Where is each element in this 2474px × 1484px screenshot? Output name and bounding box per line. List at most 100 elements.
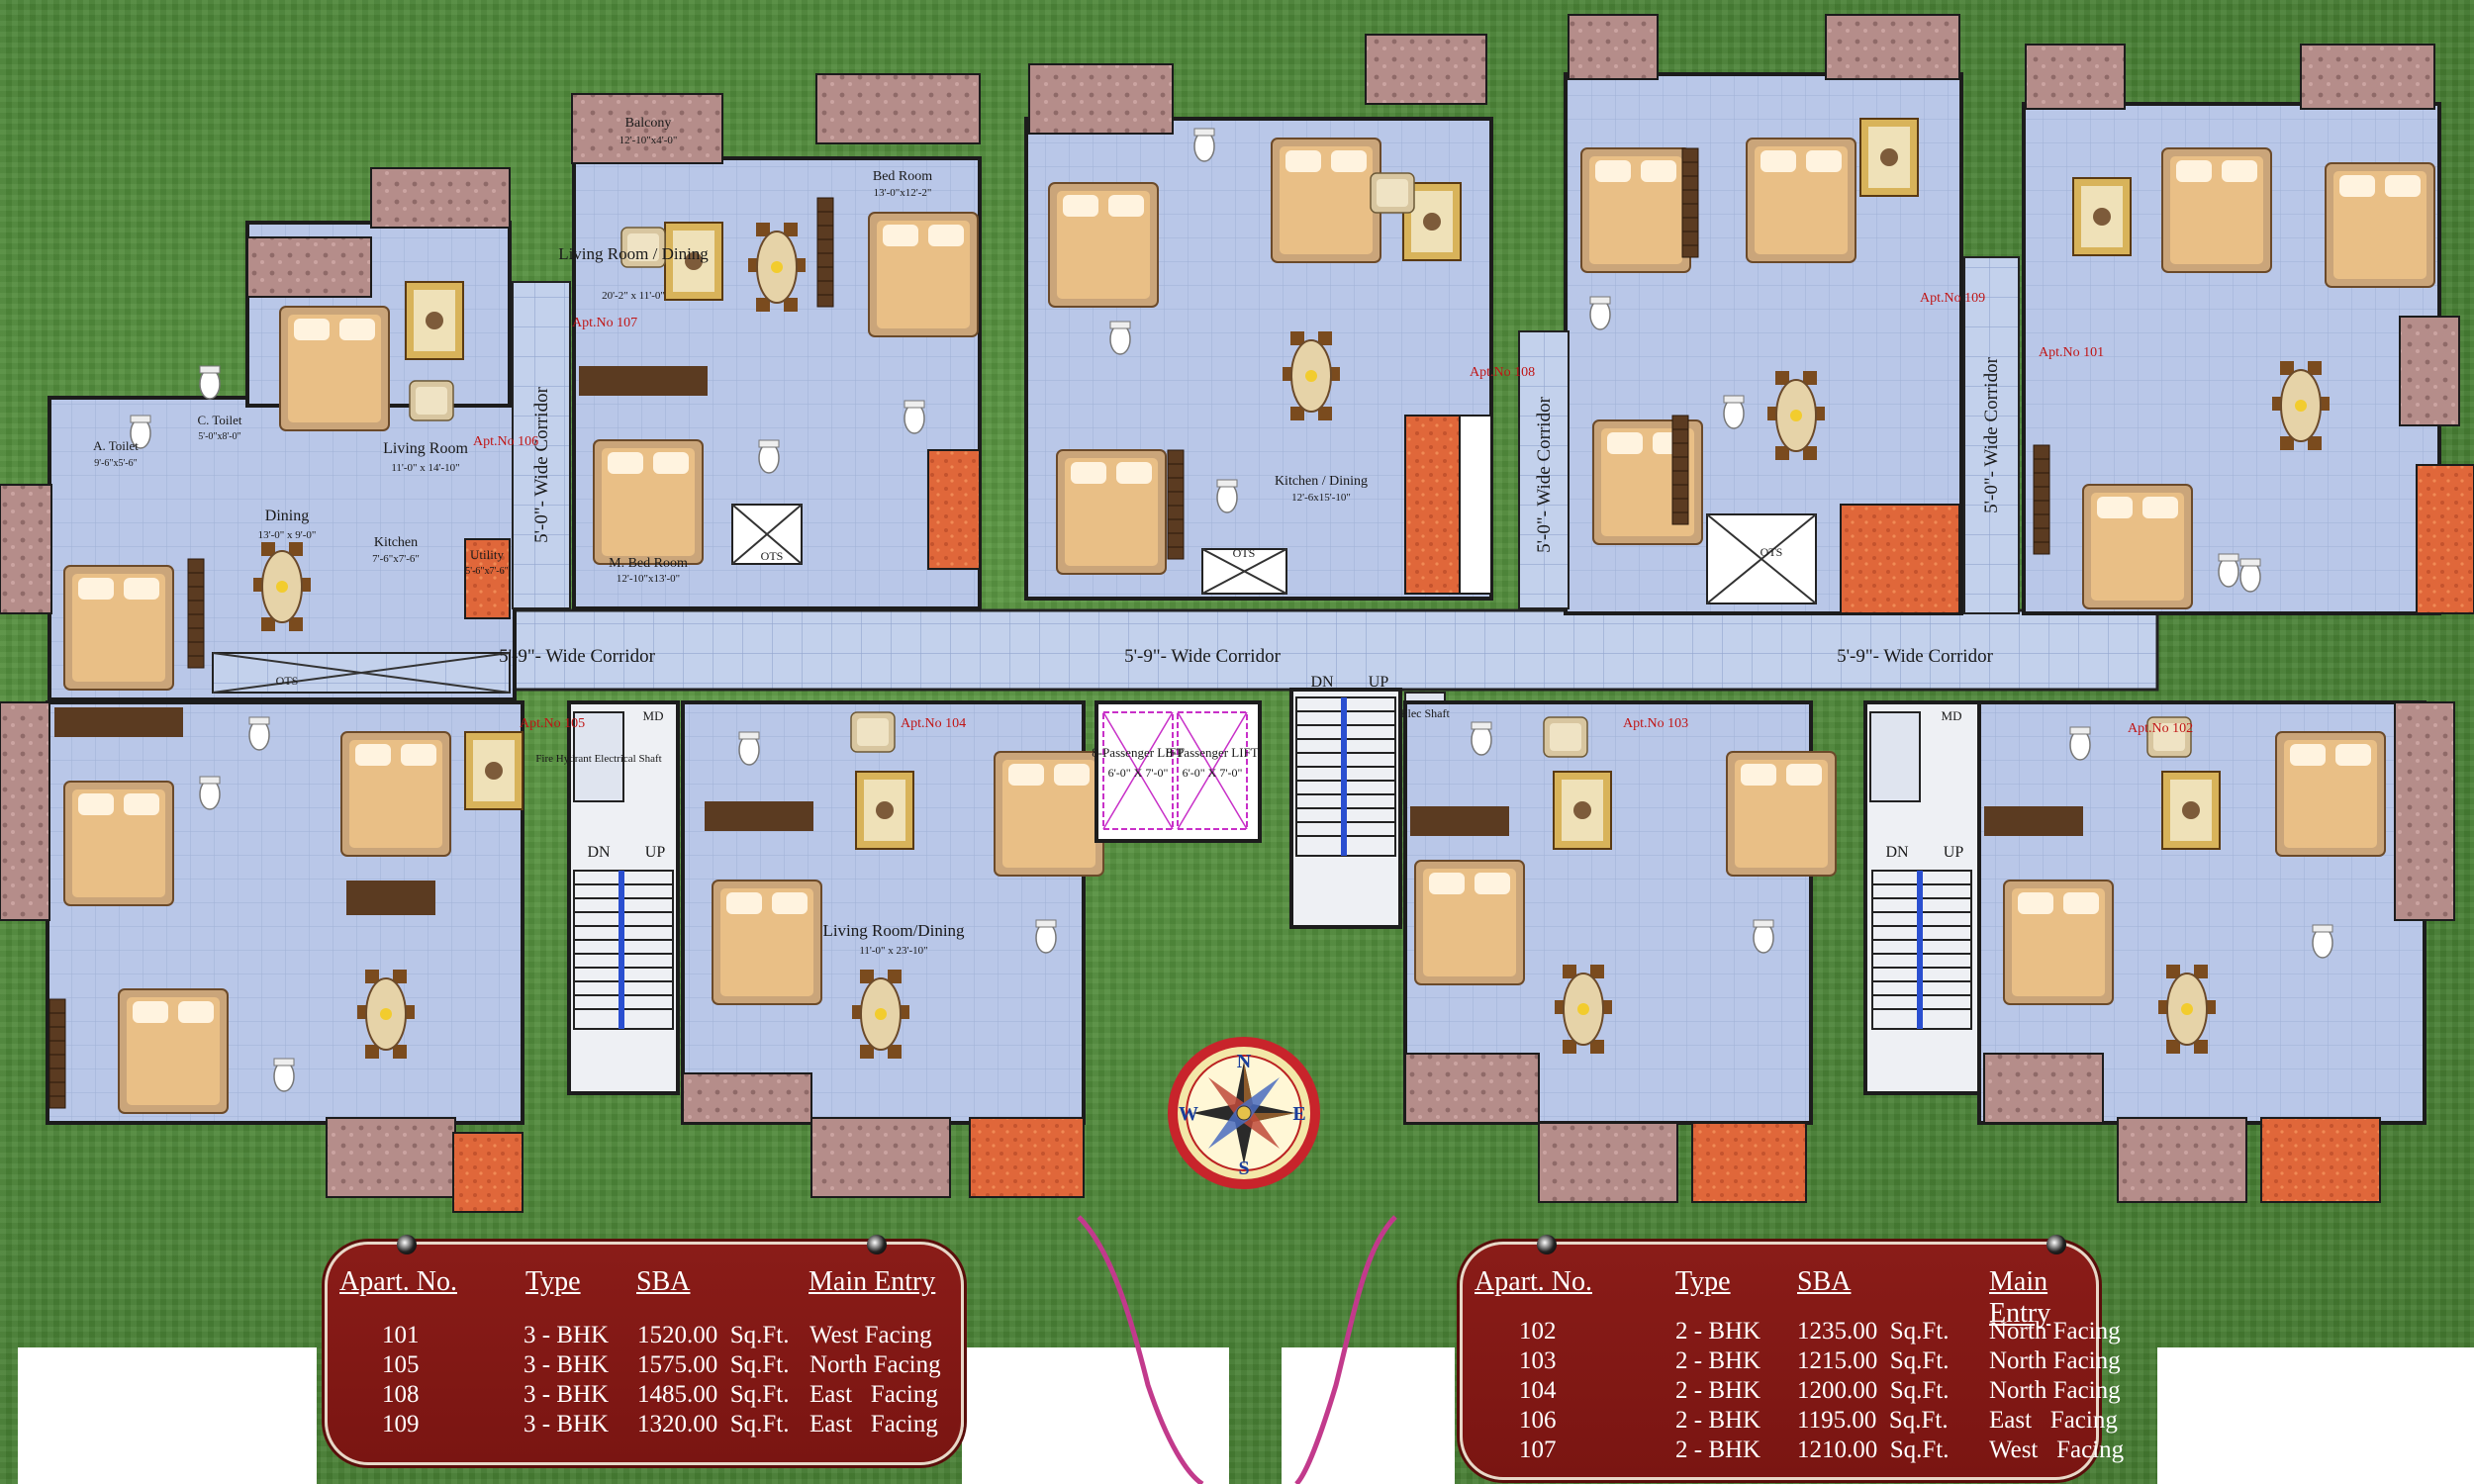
legend-row-apt: 105 <box>382 1351 420 1378</box>
stair-block-left <box>567 700 680 1095</box>
room-mbedroom-label: M. Bed Room <box>609 556 688 571</box>
room-bedroom-label: Bed Room <box>873 169 932 184</box>
pin-icon <box>2046 1235 2066 1254</box>
legend-row-apt: 107 <box>1519 1437 1557 1463</box>
stair-up-center: UP <box>1369 674 1389 691</box>
header-entry: Main Entry <box>809 1266 936 1297</box>
legend-row-type: 2 - BHK <box>1675 1377 1761 1404</box>
apartment-108 <box>1024 34 1493 601</box>
room-utility-dim: 5'-6"x7'-6" <box>465 566 508 577</box>
room-livingroom-label: Living Room <box>383 440 468 457</box>
header-type: Type <box>525 1266 581 1297</box>
legend-row-type: 3 - BHK <box>523 1381 610 1408</box>
md-label-2: MD <box>1942 708 1962 723</box>
legend-3bhk: Apart. No. Type SBA Main Entry 101 3 - B… <box>325 1235 964 1465</box>
apt-tag-109: Apt.No 109 <box>1920 291 1985 306</box>
room-balcony-label: Balcony <box>625 116 672 131</box>
header-apt: Apart. No. <box>1475 1266 1592 1297</box>
apartment-103 <box>1403 700 1837 1203</box>
ots-label-1: OTS <box>276 674 299 688</box>
legend-row-apt: 109 <box>382 1411 420 1438</box>
room-living-room-dining-dim: 11'-0" x 23'-10" <box>859 945 927 957</box>
room-livingroom-dim: 11'-0" x 14'-10" <box>391 462 459 474</box>
legend-row-apt: 108 <box>382 1381 420 1408</box>
stair-dn-left: DN <box>587 844 611 861</box>
apartment-101 <box>2022 44 2474 615</box>
apt-tag-104: Apt.No 104 <box>901 716 966 731</box>
elec-shaft-label: Elec Shaft <box>1400 706 1450 720</box>
compass-n: N <box>1237 1051 1252 1072</box>
legend-row-apt: 101 <box>382 1322 420 1348</box>
room-atoilet-label: A. Toilet <box>93 438 139 453</box>
header-apt: Apart. No. <box>339 1266 457 1297</box>
vertical-corridor-label-2: 5'-0"- Wide Corridor <box>1534 396 1555 552</box>
legend-row-apt: 103 <box>1519 1347 1557 1374</box>
room-kitchen-dining-dim: 12'-6x15'-10" <box>1291 492 1351 504</box>
apt-tag-102: Apt.No 102 <box>2128 721 2193 736</box>
room-kitchen-dim: 7'-6"x7'-6" <box>372 553 420 565</box>
stair-dn-center: DN <box>1310 674 1334 691</box>
legend-row-sba: 1485.00 Sq.Ft. <box>637 1381 790 1408</box>
lift-dim: 6'-0" X 7'-0" <box>1108 766 1169 780</box>
white-margin-right <box>2157 1347 2474 1484</box>
room-kitchen-dining-label: Kitchen / Dining <box>1275 474 1368 489</box>
room-dining-label: Dining <box>265 508 309 524</box>
apartment-105 <box>0 700 524 1213</box>
compass-s: S <box>1238 1158 1249 1179</box>
legend-row-sba: 1215.00 Sq.Ft. <box>1797 1347 1950 1374</box>
legend-row-entry: West Facing <box>809 1322 932 1348</box>
white-margin-left <box>18 1347 317 1484</box>
legend-row-entry: North Facing <box>1989 1347 2121 1374</box>
legend-row-apt: 104 <box>1519 1377 1557 1404</box>
apt-tag-103: Apt.No 103 <box>1623 716 1688 731</box>
legend-row-sba: 1195.00 Sq.Ft. <box>1797 1407 1949 1434</box>
room-atoilet-dim: 9'-6"x5'-6" <box>94 458 137 469</box>
lift-label-2: 8-Passenger LIFT <box>1166 745 1259 760</box>
legend-row-type: 2 - BHK <box>1675 1437 1761 1463</box>
room-living-dining-label: Living Room / Dining <box>558 244 709 263</box>
legend-row-entry: East Facing <box>809 1381 938 1408</box>
corridor-label-left: 5'-9"- Wide Corridor <box>499 646 655 667</box>
legend-row-sba: 1235.00 Sq.Ft. <box>1797 1318 1950 1345</box>
legend-row-sba: 1520.00 Sq.Ft. <box>637 1322 790 1348</box>
pin-icon <box>867 1235 887 1254</box>
apt-tag-107: Apt.No 107 <box>572 316 637 330</box>
legend-row-entry: North Facing <box>809 1351 941 1378</box>
apt-tag-108: Apt.No 108 <box>1470 365 1535 380</box>
corridor-label-center: 5'-9"- Wide Corridor <box>1124 646 1281 667</box>
stair-block-right <box>1863 700 1981 1095</box>
compass-e: E <box>1292 1103 1305 1125</box>
legend-2bhk: Apart. No. Type SBA Main Entry 102 2 - B… <box>1460 1235 2124 1480</box>
room-mbedroom-dim: 12'-10"x13'-0" <box>617 573 680 585</box>
room-dining-dim: 13'-0" x 9'-0" <box>258 529 317 541</box>
legend-row-type: 2 - BHK <box>1675 1347 1761 1374</box>
header-type: Type <box>1675 1266 1731 1297</box>
ots-label-4: OTS <box>1760 545 1783 559</box>
legend-row-type: 3 - BHK <box>523 1411 610 1438</box>
ots-label-3: OTS <box>1233 546 1256 560</box>
room-bedroom-dim: 13'-0"x12'-2" <box>874 187 932 199</box>
ots-label-2: OTS <box>761 549 784 563</box>
corridor-label-right: 5'-9"- Wide Corridor <box>1837 646 1993 667</box>
compass-w: W <box>1179 1103 1198 1125</box>
room-living-room-dining-label: Living Room/Dining <box>822 921 965 940</box>
legend-row-type: 2 - BHK <box>1675 1318 1761 1345</box>
compass-rose: N S E W <box>1168 1037 1320 1189</box>
legend-row-entry: North Facing <box>1989 1377 2121 1404</box>
apt-tag-106: Apt.No 106 <box>473 434 538 449</box>
legend-row-entry: North Facing <box>1989 1318 2121 1345</box>
vertical-corridor-label-1: 5'-0"- Wide Corridor <box>531 386 552 542</box>
apartment-104 <box>681 700 1104 1198</box>
legend-row-type: 3 - BHK <box>523 1322 610 1348</box>
stair-up-right: UP <box>1944 844 1964 861</box>
legend-row-entry: West Facing <box>1989 1437 2125 1463</box>
decorative-vine-left <box>1077 1215 1204 1484</box>
legend-row-sba: 1210.00 Sq.Ft. <box>1797 1437 1950 1463</box>
fire-hydrant-label: Fire Hydrant Electrical Shaft <box>535 753 661 765</box>
apt-tag-101: Apt.No 101 <box>2039 345 2104 360</box>
stair-up-left: UP <box>645 844 666 861</box>
legend-row-entry: East Facing <box>809 1411 938 1438</box>
pin-icon <box>1537 1235 1557 1254</box>
header-entry: Main Entry <box>1989 1266 2051 1329</box>
room-ctoilet-label: C. Toilet <box>197 413 241 427</box>
